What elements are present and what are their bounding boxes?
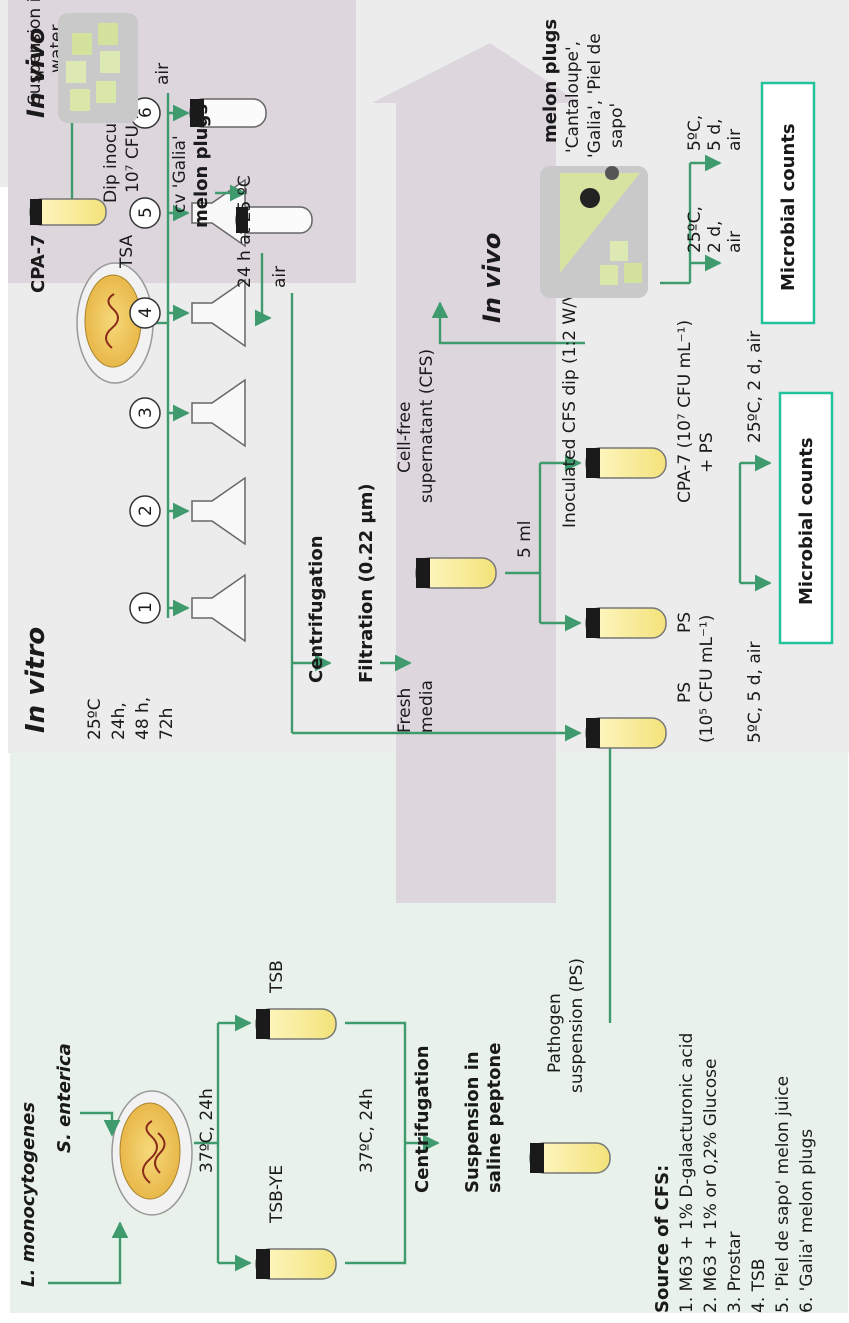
cfs-source-1: 1. M63 + 1% D-galacturonic acid (677, 1033, 697, 1313)
cfs-source-6: 6. 'Galia' melon plugs (797, 1129, 817, 1313)
bottom-plugs-line2: 'Cantaloupe', (563, 41, 583, 153)
pathogen-incubation-2: 37ºC, 24h (357, 1088, 377, 1173)
organism-1-label: L. monocytogenes (18, 1102, 39, 1287)
broth-1-label: TSB-YE (267, 1165, 287, 1224)
tube-6-air: air (153, 63, 173, 85)
cfs-source-4: 4. TSB (749, 1259, 769, 1313)
tube-cfs-icon (416, 558, 496, 588)
pathogen-plate-icon (112, 1091, 192, 1215)
tube-cpa-line2: + PS (697, 432, 717, 473)
tube-ps-control (586, 718, 666, 748)
tube-cpa-line1: CPA-7 (10⁷ CFU mL⁻¹) (675, 320, 695, 503)
invivo-bottom-title: In vivo (478, 233, 506, 323)
ps-line1: Pathogen (545, 993, 565, 1073)
galia-plugs-line2: melon plugs (191, 104, 212, 228)
invitro-incubation-4: 72h (157, 708, 177, 740)
cfs-line1: Cell-free (395, 402, 415, 473)
pathogen-suspension-line1: Suspension in (462, 1051, 483, 1193)
tube-ps-label: PS (675, 612, 695, 633)
invitro-incubation-1: 25ºC (85, 698, 105, 740)
tube-cpa7-ps (586, 448, 666, 478)
tube-ps-control-line2: (10⁵ CFU mL⁻¹) (697, 615, 717, 743)
storage-cold-label: 5ºC, 5 d, air (745, 642, 765, 743)
cfs-dip-label: Inoculated CFS dip (1:2 W/V) (560, 284, 580, 528)
cfs-source-2: 2. M63 + 1% or 0,2% Glucose (701, 1059, 721, 1313)
fresh-media-line1: Fresh (395, 688, 415, 733)
bottom-warm-3: air (725, 231, 745, 253)
svg-text:3: 3 (136, 407, 156, 418)
bottom-plugs-line4: sapo' (607, 103, 627, 148)
invitro-strain: CPA-7 (28, 234, 49, 293)
bottom-warm-1: 25ºC, (685, 206, 705, 253)
svg-text:2: 2 (136, 505, 156, 516)
bottom-cold-3: air (725, 129, 745, 151)
tube-ps-icon (530, 1143, 610, 1173)
tube-dip-icon (30, 199, 106, 225)
bottom-cold-2: 5 d, (705, 119, 725, 151)
cfs-source-5: 5. 'Piel de sapo' melon juice (773, 1076, 793, 1313)
cpa7-plate-label: TSA (117, 235, 137, 269)
ps-line2: suspension (PS) (567, 958, 587, 1093)
invivo-top-incubation: 24 h at 25 ºC (235, 175, 255, 288)
svg-text:5: 5 (136, 207, 156, 218)
fresh-media-line2: media (417, 680, 437, 733)
pathogen-incubation-1: 37ºC, 24h (197, 1088, 217, 1173)
galia-plugs-line1: cv 'Galia' (170, 135, 190, 213)
invitro-counts-label: Microbial counts (796, 437, 817, 605)
invitro-incubation-3: 48 h, (133, 697, 153, 740)
invivo-top-air: air (270, 266, 290, 288)
bottom-plugs-line3: 'Galia', 'Piel de (585, 33, 605, 158)
melon-plugs-photo-top (58, 13, 138, 123)
pathogen-suspension-line2: saline peptone (484, 1043, 505, 1193)
cfs-source-3: 3. Prostar (725, 1231, 745, 1313)
svg-text:4: 4 (136, 307, 156, 318)
cfs-line2: supernatant (CFS) (417, 349, 437, 503)
invivo-counts-label: Microbial counts (778, 123, 799, 291)
organism-2-label: S. enterica (54, 1043, 75, 1153)
melon-plugs-photo-bottom (540, 166, 648, 298)
cfs-volume: 5 ml (515, 520, 535, 558)
tube-tsb-icon (256, 1009, 336, 1039)
bottom-cold-1: 5ºC, (685, 115, 705, 151)
svg-text:1: 1 (136, 602, 156, 613)
bottom-warm-2: 2 d, (705, 221, 725, 253)
cfs-sources-heading: Source of CFS: (652, 1165, 673, 1313)
bottom-plugs-line1: melon plugs (540, 19, 561, 143)
invitro-centrifugation: Centrifugation (306, 535, 327, 683)
invitro-title: In vitro (21, 627, 51, 733)
tube-ps (586, 608, 666, 638)
storage-warm-label: 25ºC, 2 d, air (745, 331, 765, 443)
invitro-filtration: Filtration (0.22 µm) (356, 483, 377, 683)
invivo-top-title: In vivo (22, 28, 50, 118)
broth-2-label: TSB (267, 960, 287, 994)
invitro-incubation-2: 24h, (109, 702, 129, 740)
pathogen-centrifugation: Centrifugation (412, 1045, 433, 1193)
tube-ps-control-line1: PS (675, 682, 695, 703)
tube-tsb-ye-icon (256, 1249, 336, 1279)
